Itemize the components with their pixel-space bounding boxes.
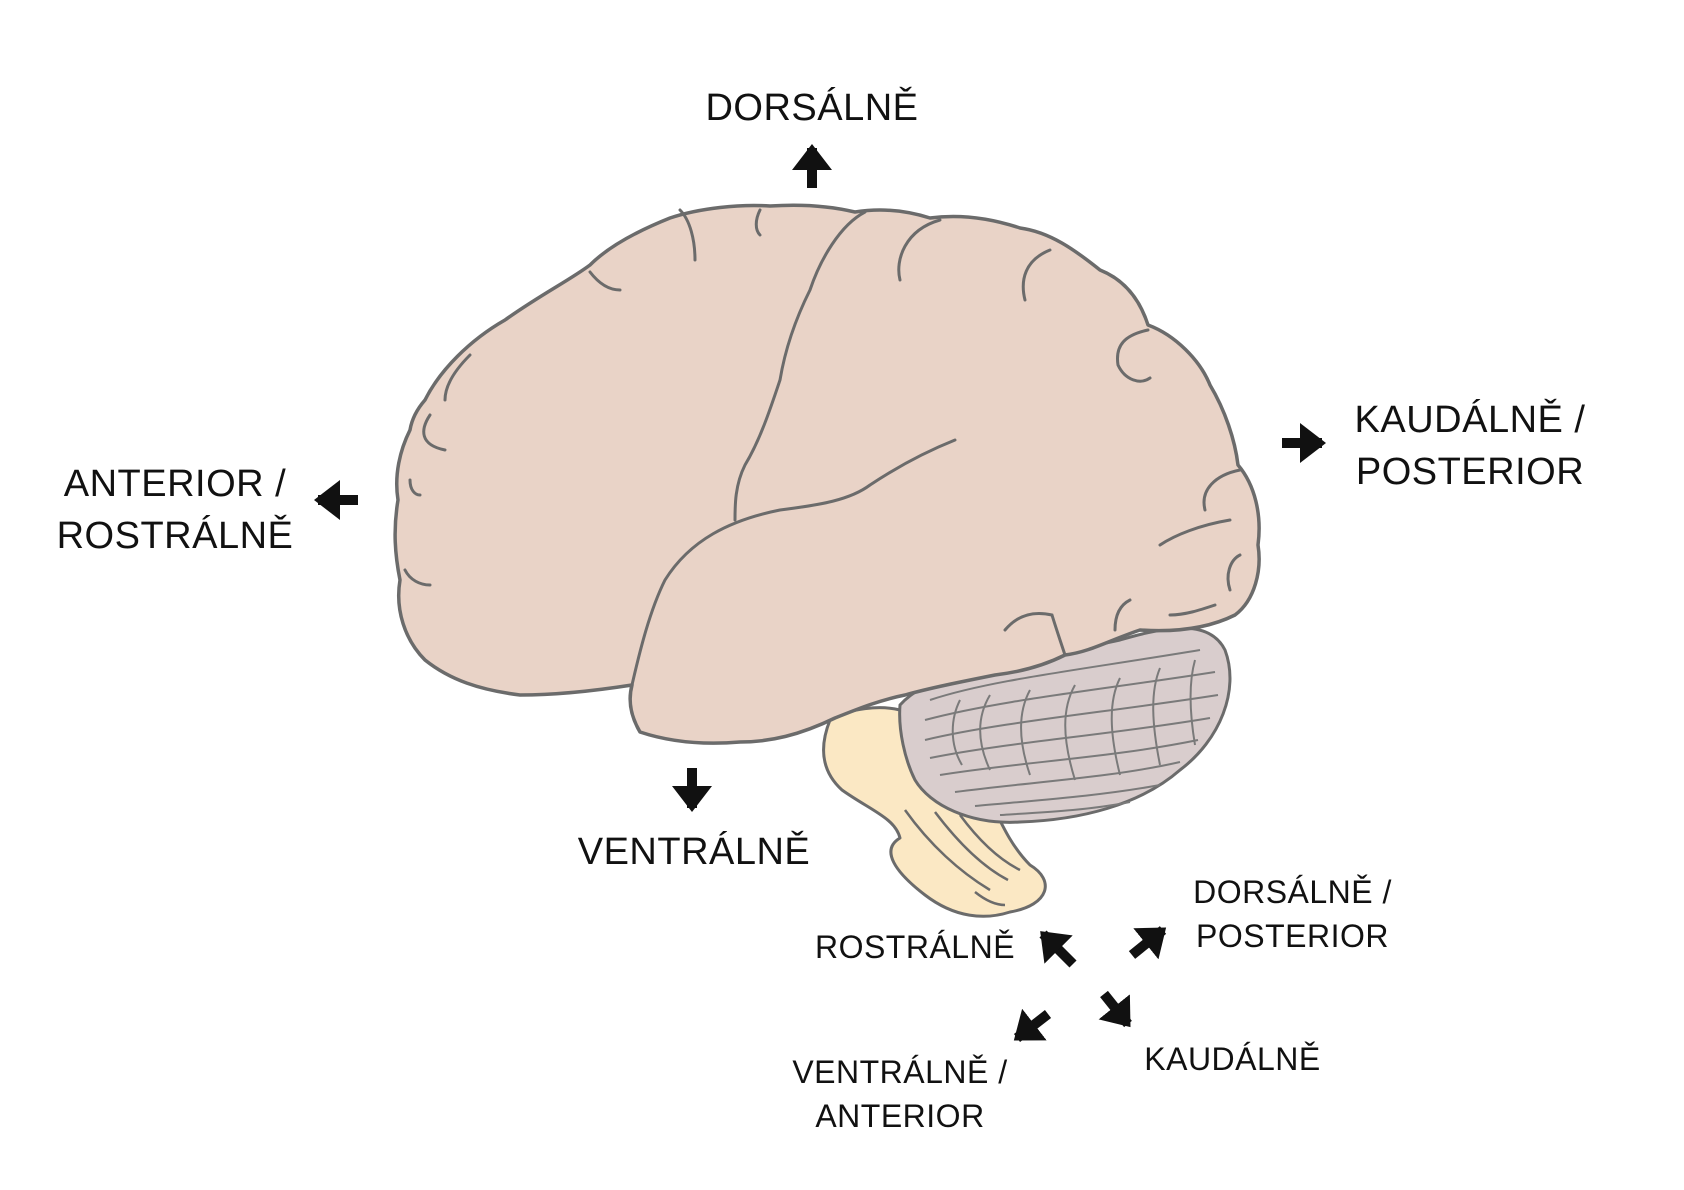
label-stem-rostral: ROSTRÁLNĚ (814, 929, 1016, 965)
label-stem-dorsal-posterior: DORSÁLNĚ / POSTERIOR (1193, 874, 1392, 954)
arrow-down-left-icon (1013, 1008, 1052, 1042)
label-stem-ventral-anterior: VENTRÁLNĚ / ANTERIOR (792, 1054, 1008, 1134)
label-anterior-rostral: ANTERIOR / ROSTRÁLNĚ (56, 463, 294, 557)
arrow-up-right-icon (1128, 926, 1167, 960)
arrow-up-left-icon (1039, 930, 1077, 968)
cerebrum (393, 203, 1261, 745)
label-dorsal: DORSÁLNĚ (705, 87, 919, 129)
label-caudal-posterior: KAUDÁLNĚ / POSTERIOR (1354, 399, 1586, 493)
label-stem-caudal: KAUDÁLNĚ (1144, 1041, 1321, 1077)
arrow-down-right-icon (1098, 990, 1132, 1028)
label-ventral: VENTRÁLNĚ (577, 831, 811, 873)
